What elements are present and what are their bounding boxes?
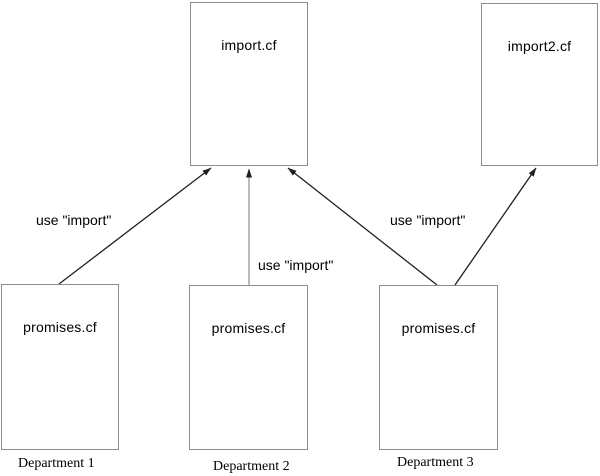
department-label-3: Department 3 [397, 455, 474, 470]
node-promises-dept2-label: promises.cf [211, 320, 286, 336]
node-import-cf: import.cf [190, 2, 308, 166]
edge-label-use-import-left: use "import" [36, 212, 112, 228]
node-import2-cf: import2.cf [481, 3, 598, 166]
node-import-cf-label: import.cf [221, 37, 277, 53]
node-promises-dept3-label: promises.cf [401, 320, 476, 336]
edge-label-use-import-middle: use "import" [258, 257, 334, 273]
node-import2-cf-label: import2.cf [507, 38, 572, 54]
node-promises-dept1: promises.cf [1, 284, 119, 450]
department-label-1: Department 1 [18, 456, 95, 471]
node-promises-dept1-label: promises.cf [23, 319, 97, 335]
department-label-2: Department 2 [213, 459, 290, 474]
node-promises-dept3: promises.cf [379, 285, 498, 450]
edge-label-use-import-right: use "import" [390, 212, 466, 228]
node-promises-dept2: promises.cf [189, 285, 308, 450]
arrow-dept3-to-import2 [454, 167, 537, 286]
